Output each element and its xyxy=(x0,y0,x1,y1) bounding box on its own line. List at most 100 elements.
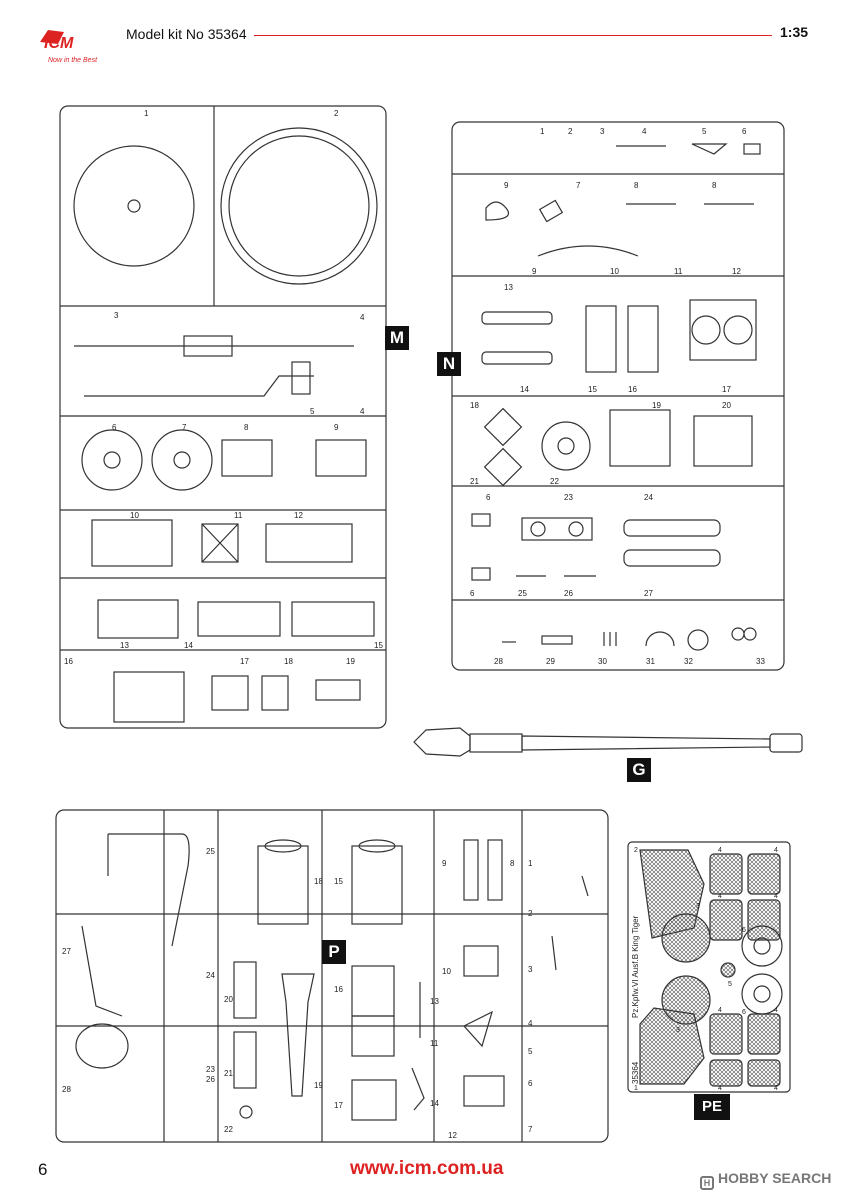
svg-text:23: 23 xyxy=(564,493,573,502)
svg-text:23: 23 xyxy=(206,1065,215,1074)
sprue-g-label: G xyxy=(627,758,651,782)
svg-text:3: 3 xyxy=(676,1027,680,1034)
svg-text:7: 7 xyxy=(576,181,581,190)
svg-text:1: 1 xyxy=(634,1085,638,1092)
sprue-m-diagram: 1 2 3 4 4 5 6 7 8 9 10 11 12 13 14 15 16… xyxy=(59,105,387,729)
svg-text:20: 20 xyxy=(722,401,731,410)
svg-text:4: 4 xyxy=(774,847,778,854)
svg-text:6: 6 xyxy=(112,423,117,432)
svg-text:Now in the Best: Now in the Best xyxy=(48,57,98,64)
svg-text:32: 32 xyxy=(684,657,693,666)
svg-text:33: 33 xyxy=(756,657,765,666)
svg-text:14: 14 xyxy=(430,1099,439,1108)
svg-text:2: 2 xyxy=(568,127,573,136)
svg-text:7: 7 xyxy=(182,423,187,432)
svg-text:17: 17 xyxy=(722,385,731,394)
svg-text:22: 22 xyxy=(550,477,559,486)
svg-text:24: 24 xyxy=(644,493,653,502)
svg-text:31: 31 xyxy=(646,657,655,666)
svg-text:2: 2 xyxy=(528,909,533,918)
svg-text:8: 8 xyxy=(712,181,717,190)
svg-text:19: 19 xyxy=(314,1081,323,1090)
svg-text:6: 6 xyxy=(486,493,491,502)
svg-text:1: 1 xyxy=(528,859,533,868)
svg-text:10: 10 xyxy=(130,511,139,520)
svg-text:4: 4 xyxy=(642,127,647,136)
svg-text:18: 18 xyxy=(314,877,323,886)
svg-text:4: 4 xyxy=(718,1007,722,1014)
svg-text:9: 9 xyxy=(334,423,339,432)
svg-text:12: 12 xyxy=(448,1131,457,1140)
svg-text:13: 13 xyxy=(120,641,129,650)
svg-text:9: 9 xyxy=(442,859,447,868)
svg-text:11: 11 xyxy=(234,511,243,520)
website-link[interactable]: www.icm.com.ua xyxy=(350,1158,504,1179)
hobby-search-icon: H xyxy=(700,1176,714,1190)
svg-text:5: 5 xyxy=(528,1047,533,1056)
svg-text:19: 19 xyxy=(346,657,355,666)
svg-text:4: 4 xyxy=(528,1019,533,1028)
svg-text:12: 12 xyxy=(732,267,741,276)
svg-text:17: 17 xyxy=(334,1101,343,1110)
svg-text:20: 20 xyxy=(224,995,233,1004)
pe-fret-label: PE xyxy=(694,1094,730,1120)
model-kit-title: Model kit No 35364 xyxy=(126,26,247,42)
svg-text:28: 28 xyxy=(494,657,503,666)
svg-text:18: 18 xyxy=(470,401,479,410)
svg-text:5: 5 xyxy=(702,127,707,136)
svg-text:16: 16 xyxy=(628,385,637,394)
svg-text:21: 21 xyxy=(224,1069,233,1078)
svg-text:3: 3 xyxy=(114,311,119,320)
sprue-n-label: N xyxy=(437,352,461,376)
svg-text:11: 11 xyxy=(674,267,683,276)
svg-text:4: 4 xyxy=(718,847,722,854)
svg-text:6: 6 xyxy=(528,1079,533,1088)
header-rule xyxy=(254,35,772,36)
svg-text:10: 10 xyxy=(442,967,451,976)
svg-text:3: 3 xyxy=(528,965,533,974)
svg-text:28: 28 xyxy=(62,1085,71,1094)
svg-text:1: 1 xyxy=(540,127,545,136)
svg-text:17: 17 xyxy=(240,657,249,666)
svg-text:10: 10 xyxy=(610,267,619,276)
svg-text:21: 21 xyxy=(470,477,479,486)
svg-text:8: 8 xyxy=(510,859,515,868)
svg-text:14: 14 xyxy=(184,641,193,650)
svg-text:4: 4 xyxy=(774,893,778,900)
svg-text:4: 4 xyxy=(718,1085,722,1092)
svg-text:26: 26 xyxy=(206,1075,215,1084)
sprue-p-label: P xyxy=(322,940,346,964)
svg-text:7: 7 xyxy=(528,1125,533,1134)
svg-text:35364: 35364 xyxy=(631,1061,640,1084)
svg-text:4: 4 xyxy=(774,1085,778,1092)
svg-text:4: 4 xyxy=(774,1007,778,1014)
svg-text:19: 19 xyxy=(652,401,661,410)
svg-text:5: 5 xyxy=(310,407,315,416)
svg-text:9: 9 xyxy=(532,267,537,276)
svg-text:18: 18 xyxy=(284,657,293,666)
svg-text:6: 6 xyxy=(742,1009,746,1016)
svg-text:16: 16 xyxy=(334,985,343,994)
svg-text:15: 15 xyxy=(588,385,597,394)
pe-fret-diagram: 2 4 4 4 4 3 6 5 3 6 4 4 4 4 1 Pz.Kpfw.VI… xyxy=(627,841,791,1093)
svg-text:27: 27 xyxy=(62,947,71,956)
svg-text:24: 24 xyxy=(206,971,215,980)
svg-text:25: 25 xyxy=(206,847,215,856)
svg-text:15: 15 xyxy=(374,641,383,650)
svg-text:12: 12 xyxy=(294,511,303,520)
svg-text:27: 27 xyxy=(644,589,653,598)
svg-text:ICM: ICM xyxy=(44,35,74,52)
svg-text:5: 5 xyxy=(728,981,732,988)
svg-text:8: 8 xyxy=(244,423,249,432)
svg-text:15: 15 xyxy=(334,877,343,886)
gun-barrel-diagram xyxy=(413,727,803,757)
svg-text:11: 11 xyxy=(430,1039,439,1048)
svg-text:9: 9 xyxy=(504,181,509,190)
svg-text:6: 6 xyxy=(470,589,475,598)
svg-text:22: 22 xyxy=(224,1125,233,1134)
svg-text:13: 13 xyxy=(504,283,513,292)
svg-text:2: 2 xyxy=(634,847,638,854)
svg-text:6: 6 xyxy=(742,927,746,934)
svg-text:4: 4 xyxy=(360,407,365,416)
